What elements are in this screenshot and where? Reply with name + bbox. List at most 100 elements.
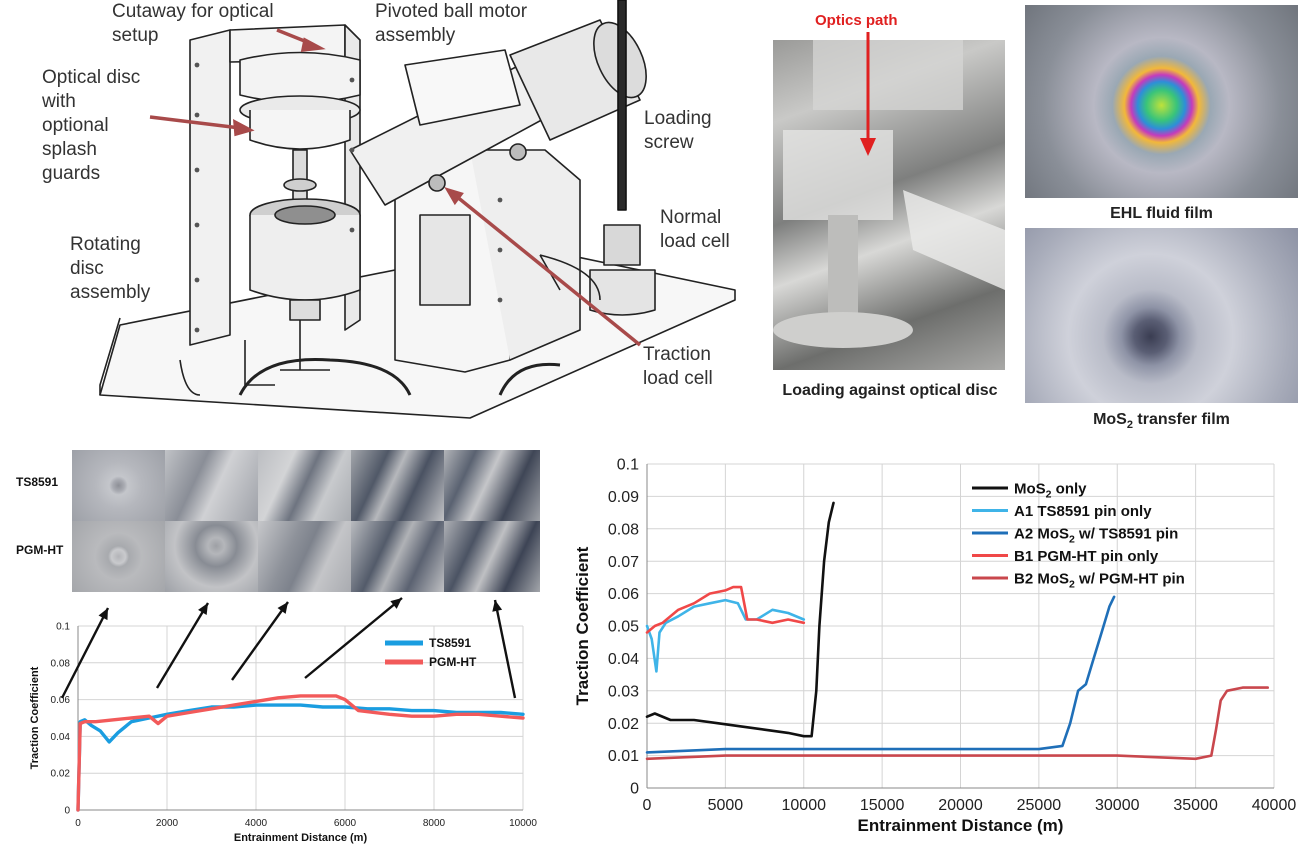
x-tick-label: 5000 <box>708 797 744 814</box>
loading-photo <box>773 40 1005 370</box>
micrograph-ts8591-3 <box>258 450 351 521</box>
micrograph-pgmht-3 <box>258 521 351 592</box>
arrow-line-1 <box>155 602 210 689</box>
y-tick-label: 0.01 <box>608 748 639 765</box>
y-tick-label: 0.1 <box>617 457 639 474</box>
series-line-1 <box>76 694 525 812</box>
arrow-head-3 <box>390 598 402 609</box>
micrograph-row-label-ts8591: TS8591 <box>16 475 59 489</box>
loading-caption: Loading against optical disc <box>782 382 998 399</box>
micrograph-pgmht-4 <box>351 521 444 592</box>
micrograph-row-label-pgmht: PGM-HT <box>16 543 64 557</box>
y-tick-label: 0.08 <box>608 521 639 538</box>
y-tick-label: 0.09 <box>608 489 639 506</box>
series-line-1 <box>645 598 806 673</box>
micrograph-pgmht-5 <box>444 521 540 592</box>
legend-label-4: B2 MoS2 w/ PGM-HT pin <box>1014 570 1185 590</box>
mos2-caption: MoS2 transfer film <box>1025 411 1298 431</box>
optics-path-label: Optics path <box>815 12 898 29</box>
y-tick-label: 0.06 <box>608 586 639 603</box>
series-line-3 <box>645 585 806 634</box>
y-tick-label: 0 <box>630 781 639 798</box>
x-tick-label: 35000 <box>1173 797 1218 814</box>
label-loading-screw: Loading screw <box>644 108 712 153</box>
x-tick-label: 0 <box>75 818 81 829</box>
legend-label-suffix: w/ TS8591 pin <box>1075 525 1178 542</box>
legend-label-0: MoS2 only <box>1014 480 1087 500</box>
legend-label-subscript: 2 <box>1046 488 1052 500</box>
micrograph-ts8591-4 <box>351 450 444 521</box>
x-axis-label: Entrainment Distance (m) <box>234 832 368 844</box>
mos2-caption-subscript: 2 <box>1126 419 1133 432</box>
arrow-head-2 <box>277 602 288 614</box>
label-rotating-disc: Rotating disc assembly <box>70 234 151 303</box>
label-pivoted-motor: Pivoted ball motor assembly <box>375 1 528 46</box>
x-tick-label: 20000 <box>938 797 983 814</box>
legend-label-text: MoS <box>1014 480 1046 497</box>
apparatus-drawing <box>99 0 736 419</box>
x-tick-label: 10000 <box>782 797 827 814</box>
label-traction-load-cell: Traction load cell <box>643 344 713 389</box>
legend-label-1: PGM-HT <box>429 655 477 669</box>
label-normal-load-cell: Normal load cell <box>660 207 730 252</box>
y-tick-label: 0.07 <box>608 554 639 571</box>
chart-large: 0 0.01 0.02 0.03 0.04 0.05 0.06 0.07 0.08 0.09 0.1… <box>573 457 1297 835</box>
micrograph-pgmht-2 <box>165 521 258 592</box>
y-tick-label: 0 <box>64 806 70 817</box>
arrow-line-3 <box>304 597 403 679</box>
x-tick-label: 4000 <box>245 818 268 829</box>
label-cutaway: Cutaway for optical setup <box>112 1 274 46</box>
series-line-0 <box>645 501 835 738</box>
x-tick-label: 30000 <box>1095 797 1140 814</box>
arrow-head-1 <box>198 603 208 616</box>
micrograph-pgmht-1 <box>72 521 165 592</box>
legend-label-text: A1 TS8591 pin only <box>1014 503 1152 520</box>
arrow-line-4 <box>493 599 517 699</box>
series-line-2 <box>645 595 1116 754</box>
mos2-caption-suffix: transfer film <box>1132 411 1230 428</box>
y-tick-label: 0.1 <box>56 622 70 633</box>
mos2-transfer-film-photo <box>1025 228 1298 403</box>
x-tick-label: 6000 <box>334 818 357 829</box>
legend-label-text: B1 PGM-HT pin only <box>1014 548 1159 565</box>
optics-path-arrow <box>860 32 876 156</box>
micrograph-ts8591-5 <box>444 450 540 521</box>
micrograph-ts8591-2 <box>165 450 258 521</box>
y-tick-label: 0.08 <box>51 658 71 669</box>
x-tick-label: 0 <box>643 797 652 814</box>
x-axis-label: Entrainment Distance (m) <box>858 816 1064 835</box>
legend-label-text: A2 MoS <box>1014 525 1069 542</box>
y-tick-label: 0.04 <box>51 732 71 743</box>
legend-label-1: A1 TS8591 pin only <box>1014 503 1152 520</box>
legend-label-subscript: 2 <box>1069 533 1075 545</box>
x-tick-label: 25000 <box>1017 797 1062 814</box>
legend-label-suffix: w/ PGM-HT pin <box>1075 570 1185 587</box>
label-optical-disc: Optical disc with optional splash guards <box>42 67 141 184</box>
y-tick-label: 0.03 <box>608 683 639 700</box>
y-tick-label: 0.05 <box>608 619 639 636</box>
y-tick-label: 0.02 <box>608 716 639 733</box>
legend-label-text: B2 MoS <box>1014 570 1069 587</box>
chart-small: 0 0.02 0.04 0.06 0.08 0.1 0 2000 4000 6000 8000 100… <box>29 597 537 844</box>
ehl-fluid-film-photo <box>1025 5 1298 198</box>
legend-label-suffix: only <box>1052 480 1088 497</box>
x-tick-label: 2000 <box>156 818 179 829</box>
legend-label-subscript: 2 <box>1069 578 1075 590</box>
y-tick-label: 0.02 <box>51 769 71 780</box>
legend-label-3: B1 PGM-HT pin only <box>1014 548 1159 565</box>
y-tick-label: 0.04 <box>608 651 639 668</box>
arrow-head-4 <box>492 600 503 612</box>
arrow-head-0 <box>98 608 108 621</box>
x-tick-label: 40000 <box>1252 797 1297 814</box>
x-tick-label: 10000 <box>509 818 537 829</box>
x-tick-label: 8000 <box>423 818 446 829</box>
y-axis-label: Traction Coefficient <box>573 546 592 705</box>
x-tick-label: 15000 <box>860 797 905 814</box>
micrograph-strip <box>72 450 540 592</box>
legend-label-0: TS8591 <box>429 636 471 650</box>
loading-photo-detail <box>773 40 1005 348</box>
y-tick-label: 0.06 <box>51 695 71 706</box>
series-line-0 <box>76 703 525 812</box>
mos2-caption-text: MoS <box>1093 411 1127 428</box>
arrow-line-2 <box>231 601 289 681</box>
